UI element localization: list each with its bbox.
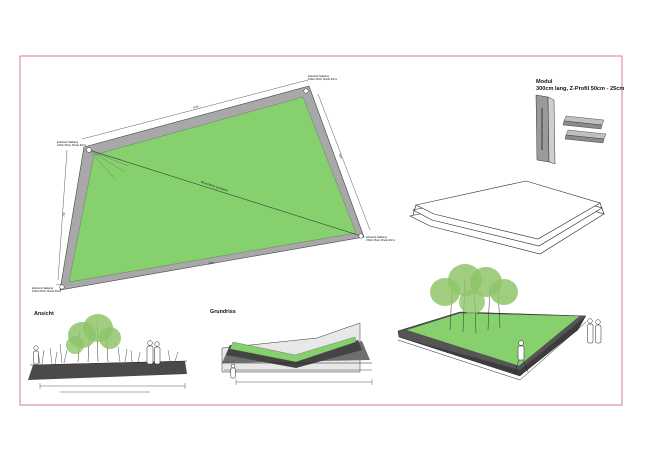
ansicht-heading: Ansicht: [34, 311, 54, 317]
elevation-view: [28, 314, 188, 393]
corner-label-top-right: Eckstück Saklaing 150cm Breit, Breite 90…: [308, 75, 337, 81]
corner-label-line: Eckstück Saklaing: [308, 75, 330, 78]
corner-label-line: 150cm Breit, Breite 90cm: [32, 290, 62, 293]
corner-label-right: Eckstück Saklaing 150cm Breit, Breite 90…: [366, 236, 395, 242]
tree-icon: [66, 314, 121, 363]
plan-lawn: [68, 96, 357, 283]
corner-label-line: Eckstück Saklaing: [366, 236, 388, 239]
person-silhouette-icon: [230, 363, 236, 379]
dimension-left: 700: [62, 212, 66, 217]
person-silhouette-icon: [513, 318, 602, 375]
perspective-view: [397, 264, 602, 381]
stacked-modules: [409, 180, 605, 255]
person-silhouette-icon: [33, 340, 161, 365]
corner-label-line: Eckstück Saklaing: [32, 287, 54, 290]
corner-label-line: Eckstück Saklaing: [57, 141, 79, 144]
module-title: Modul: [536, 79, 553, 85]
section-view: [221, 322, 373, 385]
sheet-frame: [19, 55, 623, 406]
module-spec: 300cm lang, Z-Profil 50cm - 25cm: [536, 86, 625, 92]
corner-label-bottom-left: Eckstück Saklaing 150cm Breit, Breite 90…: [32, 287, 61, 293]
corner-label-line: 150cm Breit, Breite 90cm: [308, 78, 338, 81]
corner-label-line: 150cm Breit, Breite 90cm: [57, 144, 87, 147]
corner-label-left: Eckstück Saklaing 150cm Breit, Breite 90…: [57, 141, 86, 147]
module-detail: [535, 94, 607, 165]
grundriss-heading: Grundriss: [210, 309, 236, 315]
corner-label-line: 150cm Breit, Breite 90cm: [366, 239, 396, 242]
plan-view: [55, 79, 371, 291]
tree-icon: [430, 264, 518, 334]
